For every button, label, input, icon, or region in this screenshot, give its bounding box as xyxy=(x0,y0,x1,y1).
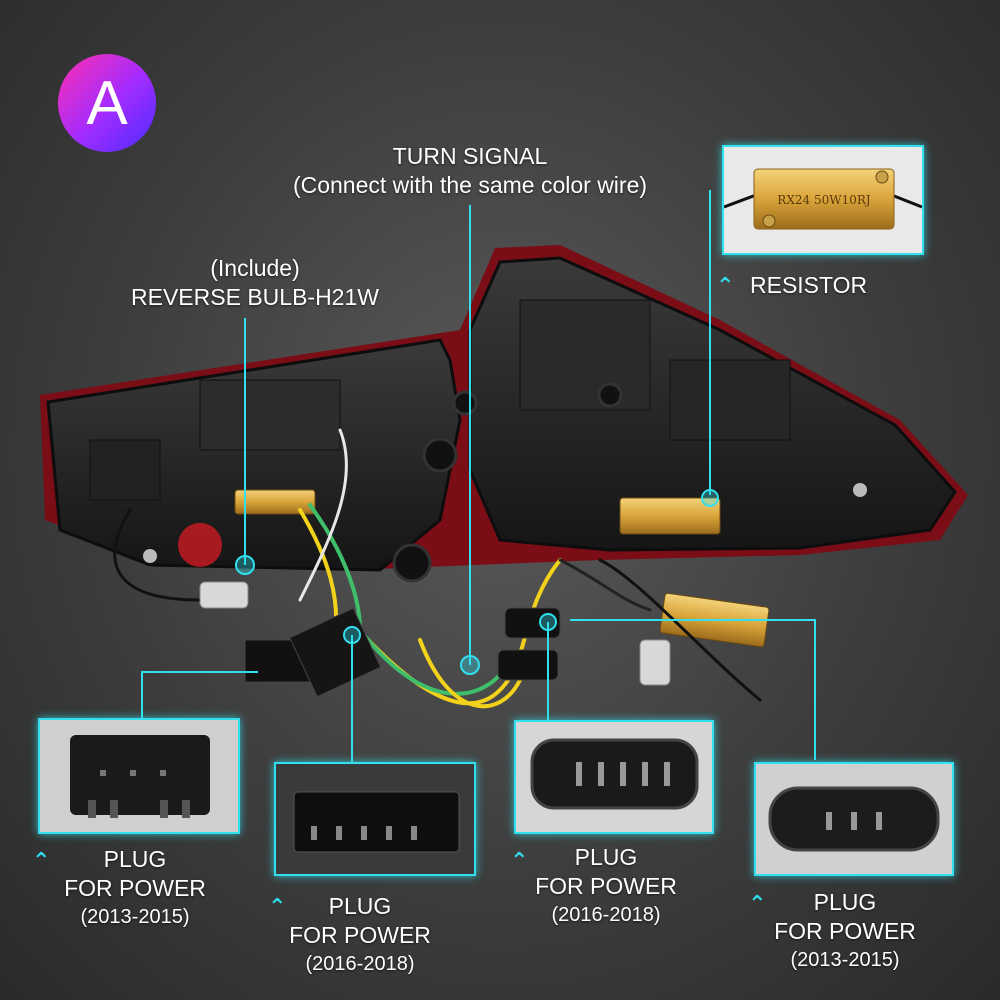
chevron-up-icon: ⌃ xyxy=(748,891,767,916)
chevron-up-icon: ⌃ xyxy=(268,894,287,919)
connector-2016-2018-left xyxy=(289,607,382,698)
plug-2-line1: PLUG xyxy=(328,893,392,919)
plug-2-line2: FOR POWER xyxy=(289,922,431,948)
reverse-bulb-label: (Include) REVERSE BULB-H21W xyxy=(120,254,390,312)
resistor-label: RESISTOR xyxy=(750,271,867,300)
plug-3-line3: (2016-2018) xyxy=(551,904,661,926)
resistor-image: RX24 50W10RJ xyxy=(724,147,922,253)
plug-1-line3: (2013-2015) xyxy=(80,906,190,928)
resistor-inset: RX24 50W10RJ xyxy=(722,145,924,255)
plug-4-line3: (2013-2015) xyxy=(790,949,900,971)
chevron-up-icon: ⌃ xyxy=(510,848,529,873)
reverse-bulb xyxy=(178,523,222,567)
plug-label-4: PLUG FOR POWER (2013-2015) xyxy=(765,888,925,975)
leader-lines xyxy=(141,190,816,762)
plug-label-1: PLUG FOR POWER (2013-2015) xyxy=(50,845,220,932)
plug-3-line2: FOR POWER xyxy=(535,873,677,899)
plug-2-line3: (2016-2018) xyxy=(305,953,415,975)
turn-signal-label: TURN SIGNAL (Connect with the same color… xyxy=(250,142,690,200)
plug-inset-2013-2015-left xyxy=(38,718,240,834)
resistor-text: RESISTOR xyxy=(750,272,868,298)
turn-signal-title: TURN SIGNAL xyxy=(392,143,548,169)
reverse-bulb-include: (Include) xyxy=(210,255,300,281)
plug-1-line2: FOR POWER xyxy=(64,875,206,901)
plug-inset-2016-2018-right xyxy=(514,720,714,834)
chevron-up-icon: ⌃ xyxy=(32,848,51,873)
plug-label-2: PLUG FOR POWER (2016-2018) xyxy=(280,892,440,979)
plug-3-line1: PLUG xyxy=(574,844,638,870)
resistor-on-lamp xyxy=(619,497,721,535)
plug-label-3: PLUG FOR POWER (2016-2018) xyxy=(526,843,686,930)
plug-4-line2: FOR POWER xyxy=(774,918,916,944)
plug-1-line1: PLUG xyxy=(103,846,167,872)
chevron-up-icon: ⌃ xyxy=(716,273,735,298)
badge-a: A xyxy=(58,54,156,152)
plug-inset-2013-2015-right xyxy=(754,762,954,876)
plug-inset-2016-2018-left xyxy=(274,762,476,876)
resistor-print: RX24 50W10RJ xyxy=(777,193,871,207)
badge-letter: A xyxy=(86,68,128,138)
plug-4-line1: PLUG xyxy=(813,889,877,915)
connector-right-lower xyxy=(497,649,559,681)
left-lamp-housing xyxy=(46,338,462,572)
reverse-bulb-name: REVERSE BULB-H21W xyxy=(131,284,379,310)
turn-signal-note: (Connect with the same color wire) xyxy=(292,172,648,198)
